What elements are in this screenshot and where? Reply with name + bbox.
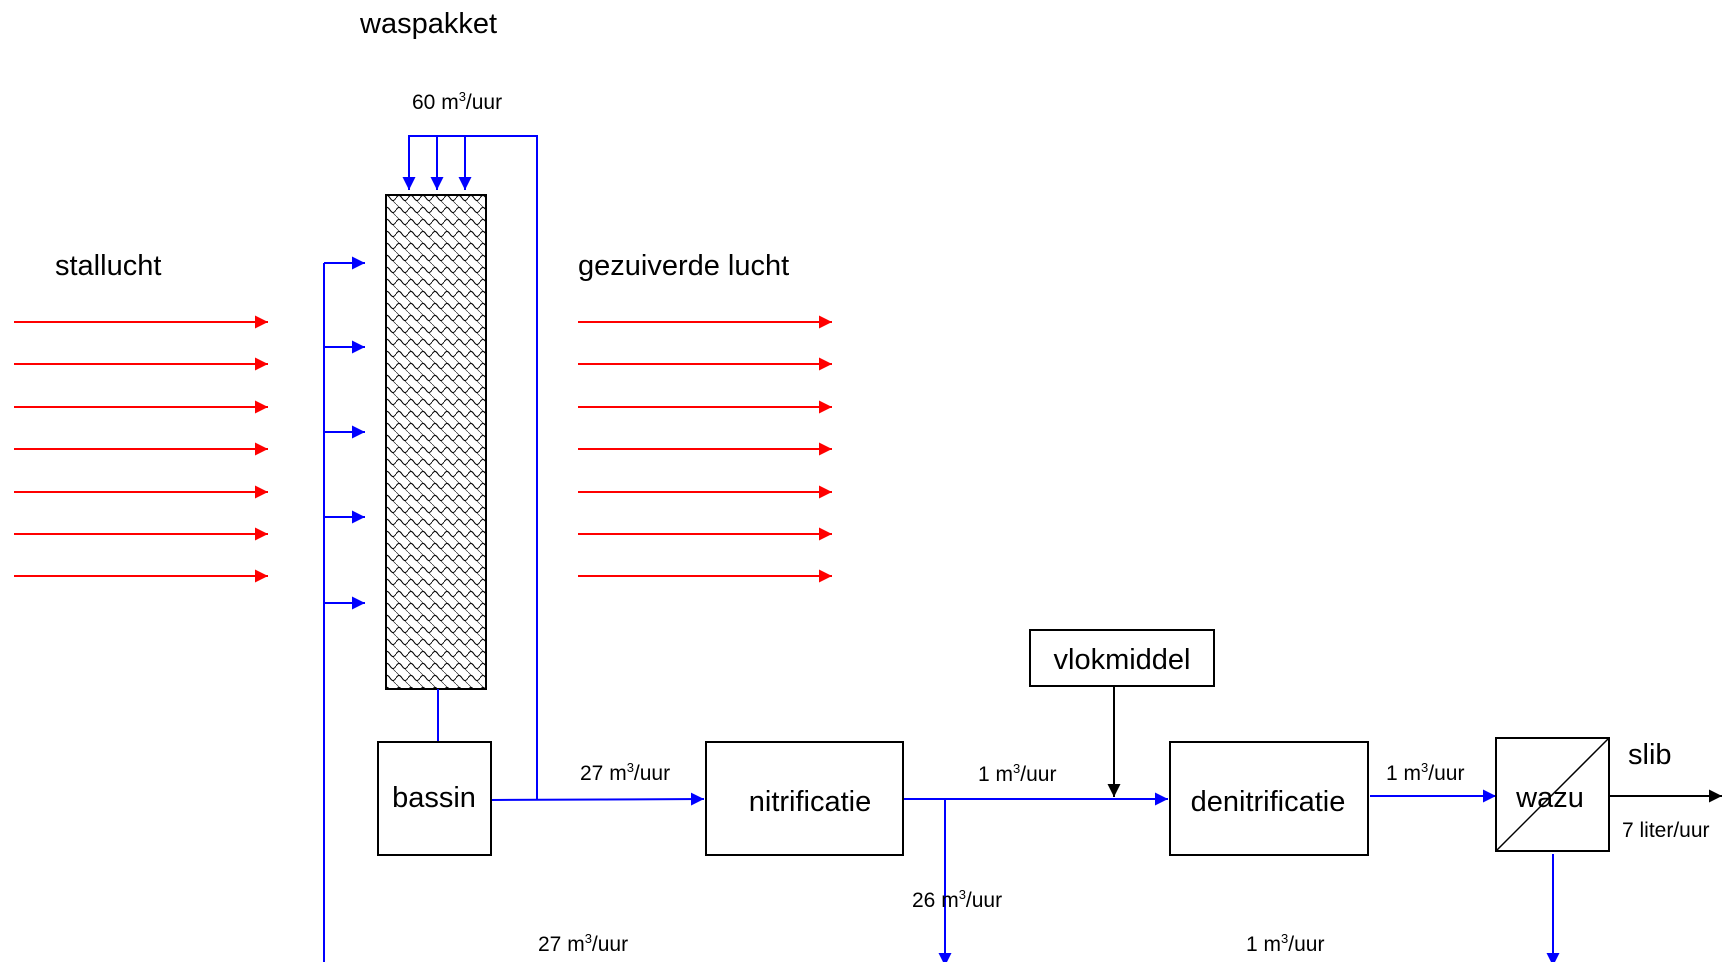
flow-label-bottom-return: 27 m3/uur xyxy=(538,931,628,956)
top-feed-line xyxy=(402,135,538,800)
vlokmiddel-label: vlokmiddel xyxy=(1054,644,1191,676)
flow-label-top: 60 m3/uur xyxy=(412,89,502,114)
flow-label-bassin-nitrificatie: 27 m3/uur xyxy=(580,760,670,785)
stallucht-arrows xyxy=(14,315,268,583)
wazu-membrane-line xyxy=(1495,737,1610,852)
wazu-box: wazu xyxy=(1495,737,1610,852)
flow-label-slib: 7 liter/uur xyxy=(1622,819,1710,842)
flow-label-nitrificatie-return: 26 m3/uur xyxy=(912,887,1002,912)
flow-label-denitrificatie-wazu: 1 m3/uur xyxy=(1386,760,1464,785)
wazu-label: wazu xyxy=(1515,782,1584,814)
waspakket-column xyxy=(385,194,487,690)
nitrificatie-label: nitrificatie xyxy=(749,786,872,818)
nitrificatie-box: nitrificatie xyxy=(705,741,904,856)
denitrificatie-label: denitrificatie xyxy=(1191,786,1346,818)
gezuiverde-lucht-arrows xyxy=(578,315,832,583)
slib-label: slib xyxy=(1628,739,1672,771)
waspakket-label: waspakket xyxy=(359,8,497,40)
flow-label-nitrificatie-denitrificatie: 1 m3/uur xyxy=(978,761,1056,786)
denitrificatie-box: denitrificatie xyxy=(1169,741,1369,856)
bassin-to-nitrificatie-arrow xyxy=(490,792,705,806)
stallucht-label: stallucht xyxy=(55,250,161,282)
flow-label-wazu-return: 1 m3/uur xyxy=(1246,931,1324,956)
vlokmiddel-box: vlokmiddel xyxy=(1029,629,1215,687)
water-circuit xyxy=(323,135,1560,962)
gezuiverde-lucht-label: gezuiverde lucht xyxy=(578,250,789,282)
bassin-box: bassin xyxy=(377,741,492,856)
bassin-label: bassin xyxy=(392,782,476,814)
